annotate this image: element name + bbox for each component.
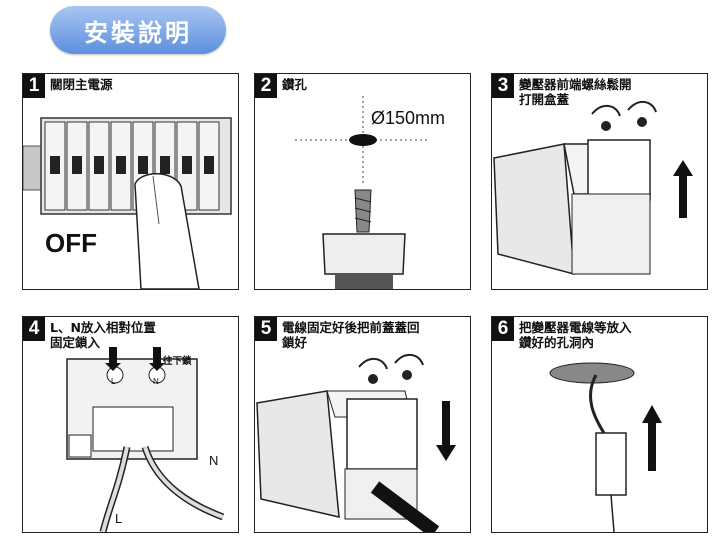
open-transformer-illustration (493, 101, 693, 275)
step-1-panel: 1 關閉主電源 OFF (22, 73, 239, 290)
terminal-n-label: N (153, 377, 159, 386)
off-label: OFF (45, 228, 97, 258)
page-title: 安裝說明 (50, 6, 226, 54)
wiring-terminal-illustration (66, 347, 225, 532)
step-3-panel: 3 變壓器前端螺絲鬆開 打開盒蓋 (491, 73, 708, 290)
hole-diameter-label: Ø150mm (371, 108, 446, 128)
wire-n-label: N (209, 453, 219, 468)
step-caption: 關閉主電源 (50, 77, 113, 92)
step-caption: L、N放入相對位置 固定鎖入 (50, 320, 156, 350)
close-cover-illustration (256, 354, 456, 532)
step-2-panel: 2 鑽孔 Ø150mm (254, 73, 471, 290)
breaker-panel-illustration (23, 117, 232, 289)
step-caption: 把變壓器電線等放入 鑽好的孔洞內 (519, 320, 632, 350)
step-caption: 變壓器前端螺絲鬆開 打開盒蓋 (519, 77, 632, 107)
terminal-l-label: L (111, 377, 116, 386)
step-number: 3 (492, 74, 514, 98)
step-number: 1 (23, 74, 45, 98)
wire-l-label: L (115, 511, 123, 526)
drill-hole-illustration (295, 96, 430, 289)
insert-into-hole-illustration (549, 362, 662, 532)
step-number: 6 (492, 317, 514, 341)
step-4-panel: 4 L、N放入相對位置 固定鎖入 往下鎖 L N N L (22, 316, 239, 533)
step-number: 5 (255, 317, 277, 341)
lock-direction-hint: 往下鎖 (163, 356, 192, 367)
step-5-panel: 5 電線固定好後把前蓋蓋回 鎖好 (254, 316, 471, 533)
step-caption: 鑽孔 (282, 77, 308, 92)
step-number: 4 (23, 317, 45, 341)
step-6-panel: 6 把變壓器電線等放入 鑽好的孔洞內 (491, 316, 708, 533)
step-caption: 電線固定好後把前蓋蓋回 鎖好 (282, 320, 420, 350)
step-number: 2 (255, 74, 277, 98)
